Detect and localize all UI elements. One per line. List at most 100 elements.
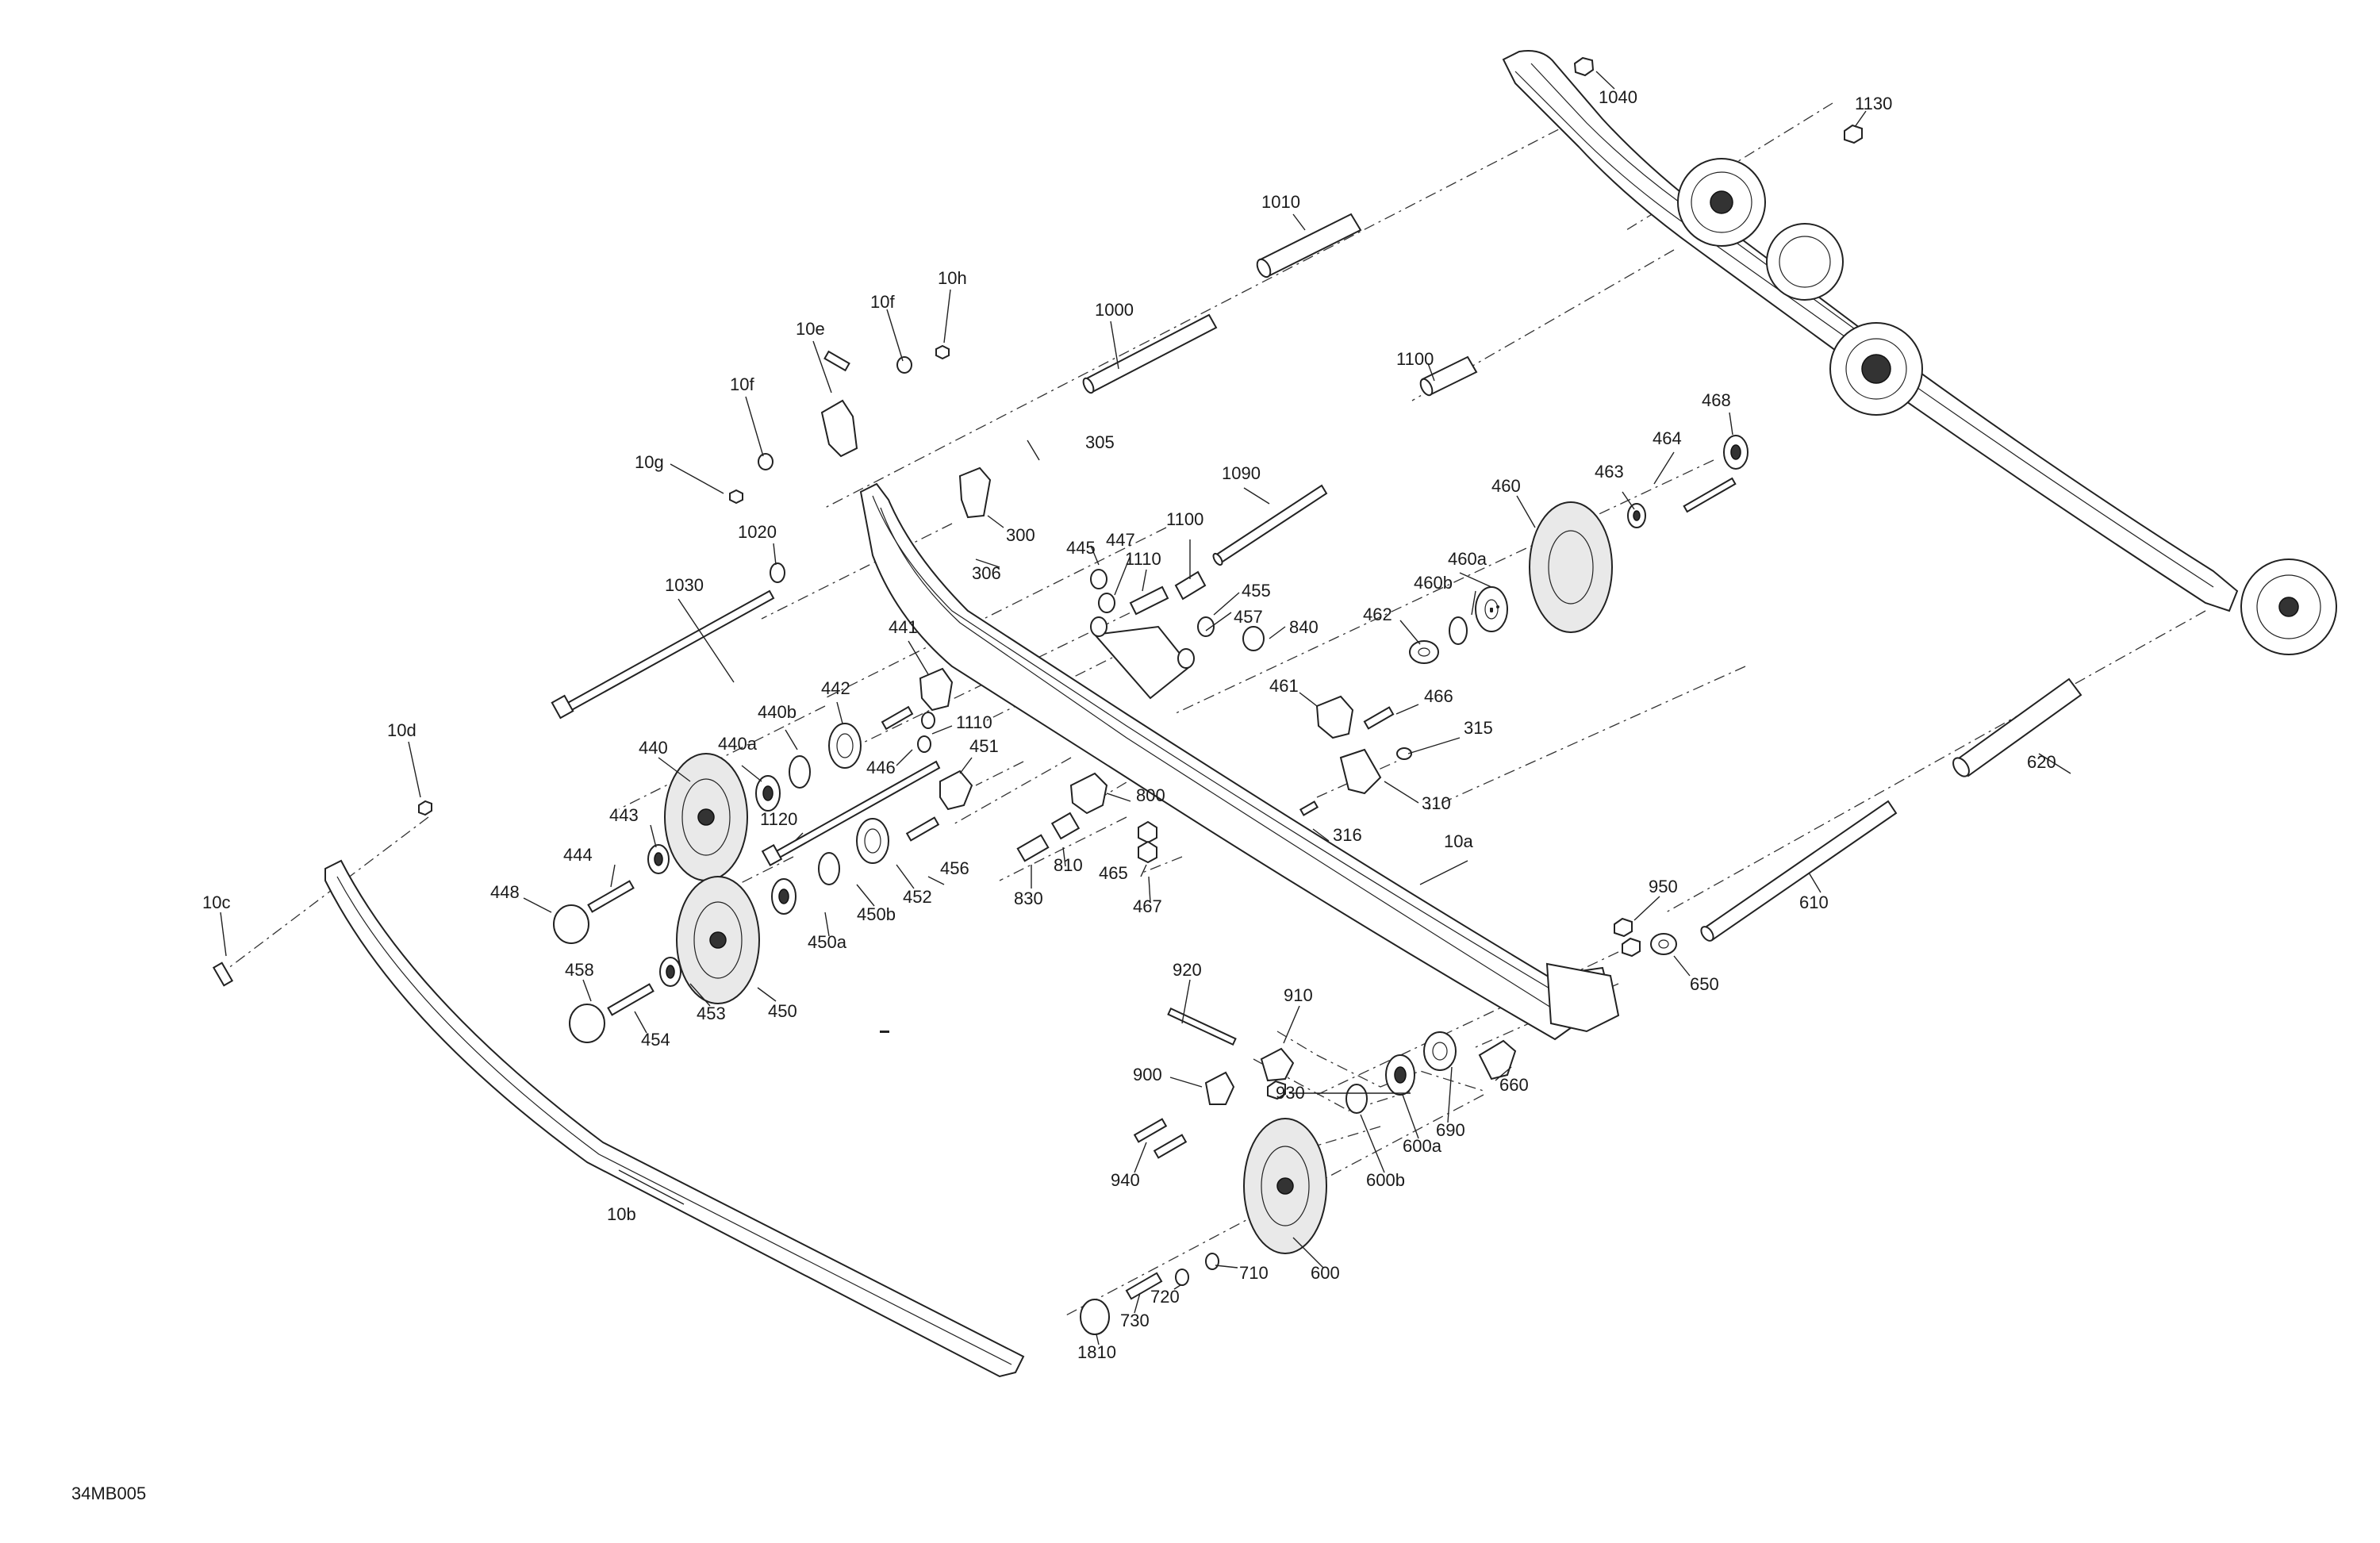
callout-306: 306 <box>972 563 1001 583</box>
part-1110-tube <box>1129 585 1169 616</box>
callout-1100: 1100 <box>1166 509 1203 529</box>
callout-930: 930 <box>1276 1083 1305 1103</box>
callout-1010: 1010 <box>1261 192 1300 212</box>
caps <box>553 904 1110 1335</box>
callout-467: 467 <box>1133 896 1162 916</box>
callout-1040: 1040 <box>1599 87 1637 107</box>
callout-457: 457 <box>1234 607 1263 627</box>
callout-940: 940 <box>1111 1170 1140 1190</box>
callout-463: 463 <box>1595 462 1624 482</box>
callout-840: 840 <box>1289 617 1319 637</box>
callout-310: 310 <box>1422 793 1451 813</box>
callout-454: 454 <box>641 1030 670 1050</box>
callout-460b: 460b <box>1414 573 1453 593</box>
callout-10b: 10b <box>607 1204 636 1224</box>
part-610-tube <box>1700 800 1898 942</box>
callout-455: 455 <box>1242 581 1271 601</box>
callout-466: 466 <box>1424 686 1453 706</box>
callout-443: 443 <box>609 805 639 825</box>
callout-442: 442 <box>821 678 850 698</box>
callout-450: 450 <box>768 1001 797 1021</box>
part-10a-rail <box>859 482 1620 1041</box>
callout-462: 462 <box>1363 605 1392 624</box>
callout-458: 458 <box>565 960 594 980</box>
part-1000-tube <box>1082 313 1218 394</box>
callout-440: 440 <box>639 738 668 758</box>
callout-720: 720 <box>1150 1287 1180 1307</box>
brackets <box>820 399 1517 1105</box>
callout-10f: 10f <box>730 374 754 394</box>
callout-10e: 10e <box>796 319 825 339</box>
callout-452: 452 <box>903 887 932 907</box>
callout-1810: 1810 <box>1077 1342 1116 1362</box>
callout-10a: 10a <box>1444 831 1473 851</box>
callout-460a: 460a <box>1448 549 1488 569</box>
callout-660: 660 <box>1499 1075 1529 1095</box>
callout-1130: 1130 <box>1855 94 1892 113</box>
callout-600b: 600b <box>1366 1170 1405 1190</box>
callout-315: 315 <box>1464 718 1493 738</box>
callout-710: 710 <box>1239 1263 1269 1283</box>
callout-465: 465 <box>1099 863 1128 883</box>
callout-305: 305 <box>1085 432 1115 452</box>
callout-900: 900 <box>1133 1065 1162 1084</box>
hardware <box>212 344 1737 1300</box>
part-620-tube <box>1952 677 2082 777</box>
callout-461: 461 <box>1269 676 1299 696</box>
part-1120-bolt <box>761 760 941 866</box>
callout-456: 456 <box>940 858 969 878</box>
part-440-wheel <box>664 753 748 881</box>
part-1030-long-bolt <box>551 589 775 720</box>
callout-441: 441 <box>889 617 918 637</box>
callout-1030: 1030 <box>665 575 704 595</box>
callout-1020: 1020 <box>738 522 777 542</box>
leader-lines <box>220 71 2071 1345</box>
callout-830: 830 <box>1014 889 1043 908</box>
callout-620: 620 <box>2027 752 2056 772</box>
callout-444: 444 <box>563 845 593 865</box>
drawing-code: 34MB005 <box>71 1484 146 1503</box>
part-10b-slide <box>324 859 1025 1378</box>
callout-440b: 440b <box>758 702 797 722</box>
callout-1000: 1000 <box>1095 300 1134 320</box>
callout-10h: 10h <box>938 268 967 288</box>
callout-10d: 10d <box>387 720 416 740</box>
callout-460: 460 <box>1491 476 1521 496</box>
part-1100-tube-top <box>1419 355 1478 397</box>
callout-451: 451 <box>969 736 999 756</box>
callout-labels: 1040 1130 1010 10h 10f 1000 10e 10f 1100… <box>202 87 2056 1362</box>
part-460-wheel <box>1529 501 1613 633</box>
callout-800: 800 <box>1136 785 1165 805</box>
part-600-wheel <box>1243 1118 1327 1254</box>
callout-316: 316 <box>1333 825 1362 845</box>
callout-447: 447 <box>1106 530 1135 550</box>
callout-300: 300 <box>1006 525 1035 545</box>
part-1040-nut <box>1573 56 1595 77</box>
part-1130-nut <box>1844 124 1863 144</box>
callout-910: 910 <box>1284 985 1313 1005</box>
callout-600: 600 <box>1311 1263 1340 1283</box>
callout-10g: 10g <box>635 452 664 472</box>
callout-950: 950 <box>1649 877 1678 896</box>
callout-464: 464 <box>1653 428 1682 448</box>
part-1090-rod <box>1212 484 1328 566</box>
callout-468: 468 <box>1702 390 1731 410</box>
callout-610: 610 <box>1799 892 1829 912</box>
callout-1100-top: 1100 <box>1396 349 1434 369</box>
callout-10c: 10c <box>202 892 230 912</box>
callout-440a: 440a <box>718 734 758 754</box>
assembly-axes <box>217 102 2206 1318</box>
callout-1110: 1110 <box>956 712 992 732</box>
callout-445: 445 <box>1066 538 1096 558</box>
callout-453: 453 <box>697 1004 726 1023</box>
callout-920: 920 <box>1173 960 1202 980</box>
callout-650: 650 <box>1690 974 1719 994</box>
callout-448: 448 <box>490 882 520 902</box>
part-450-wheel <box>676 876 760 1004</box>
callout-450a: 450a <box>808 932 847 952</box>
callout-690: 690 <box>1436 1120 1465 1140</box>
callout-1090: 1090 <box>1222 463 1261 483</box>
callout-1110-top: 1110 <box>1125 549 1161 569</box>
bearings <box>647 435 1749 1114</box>
